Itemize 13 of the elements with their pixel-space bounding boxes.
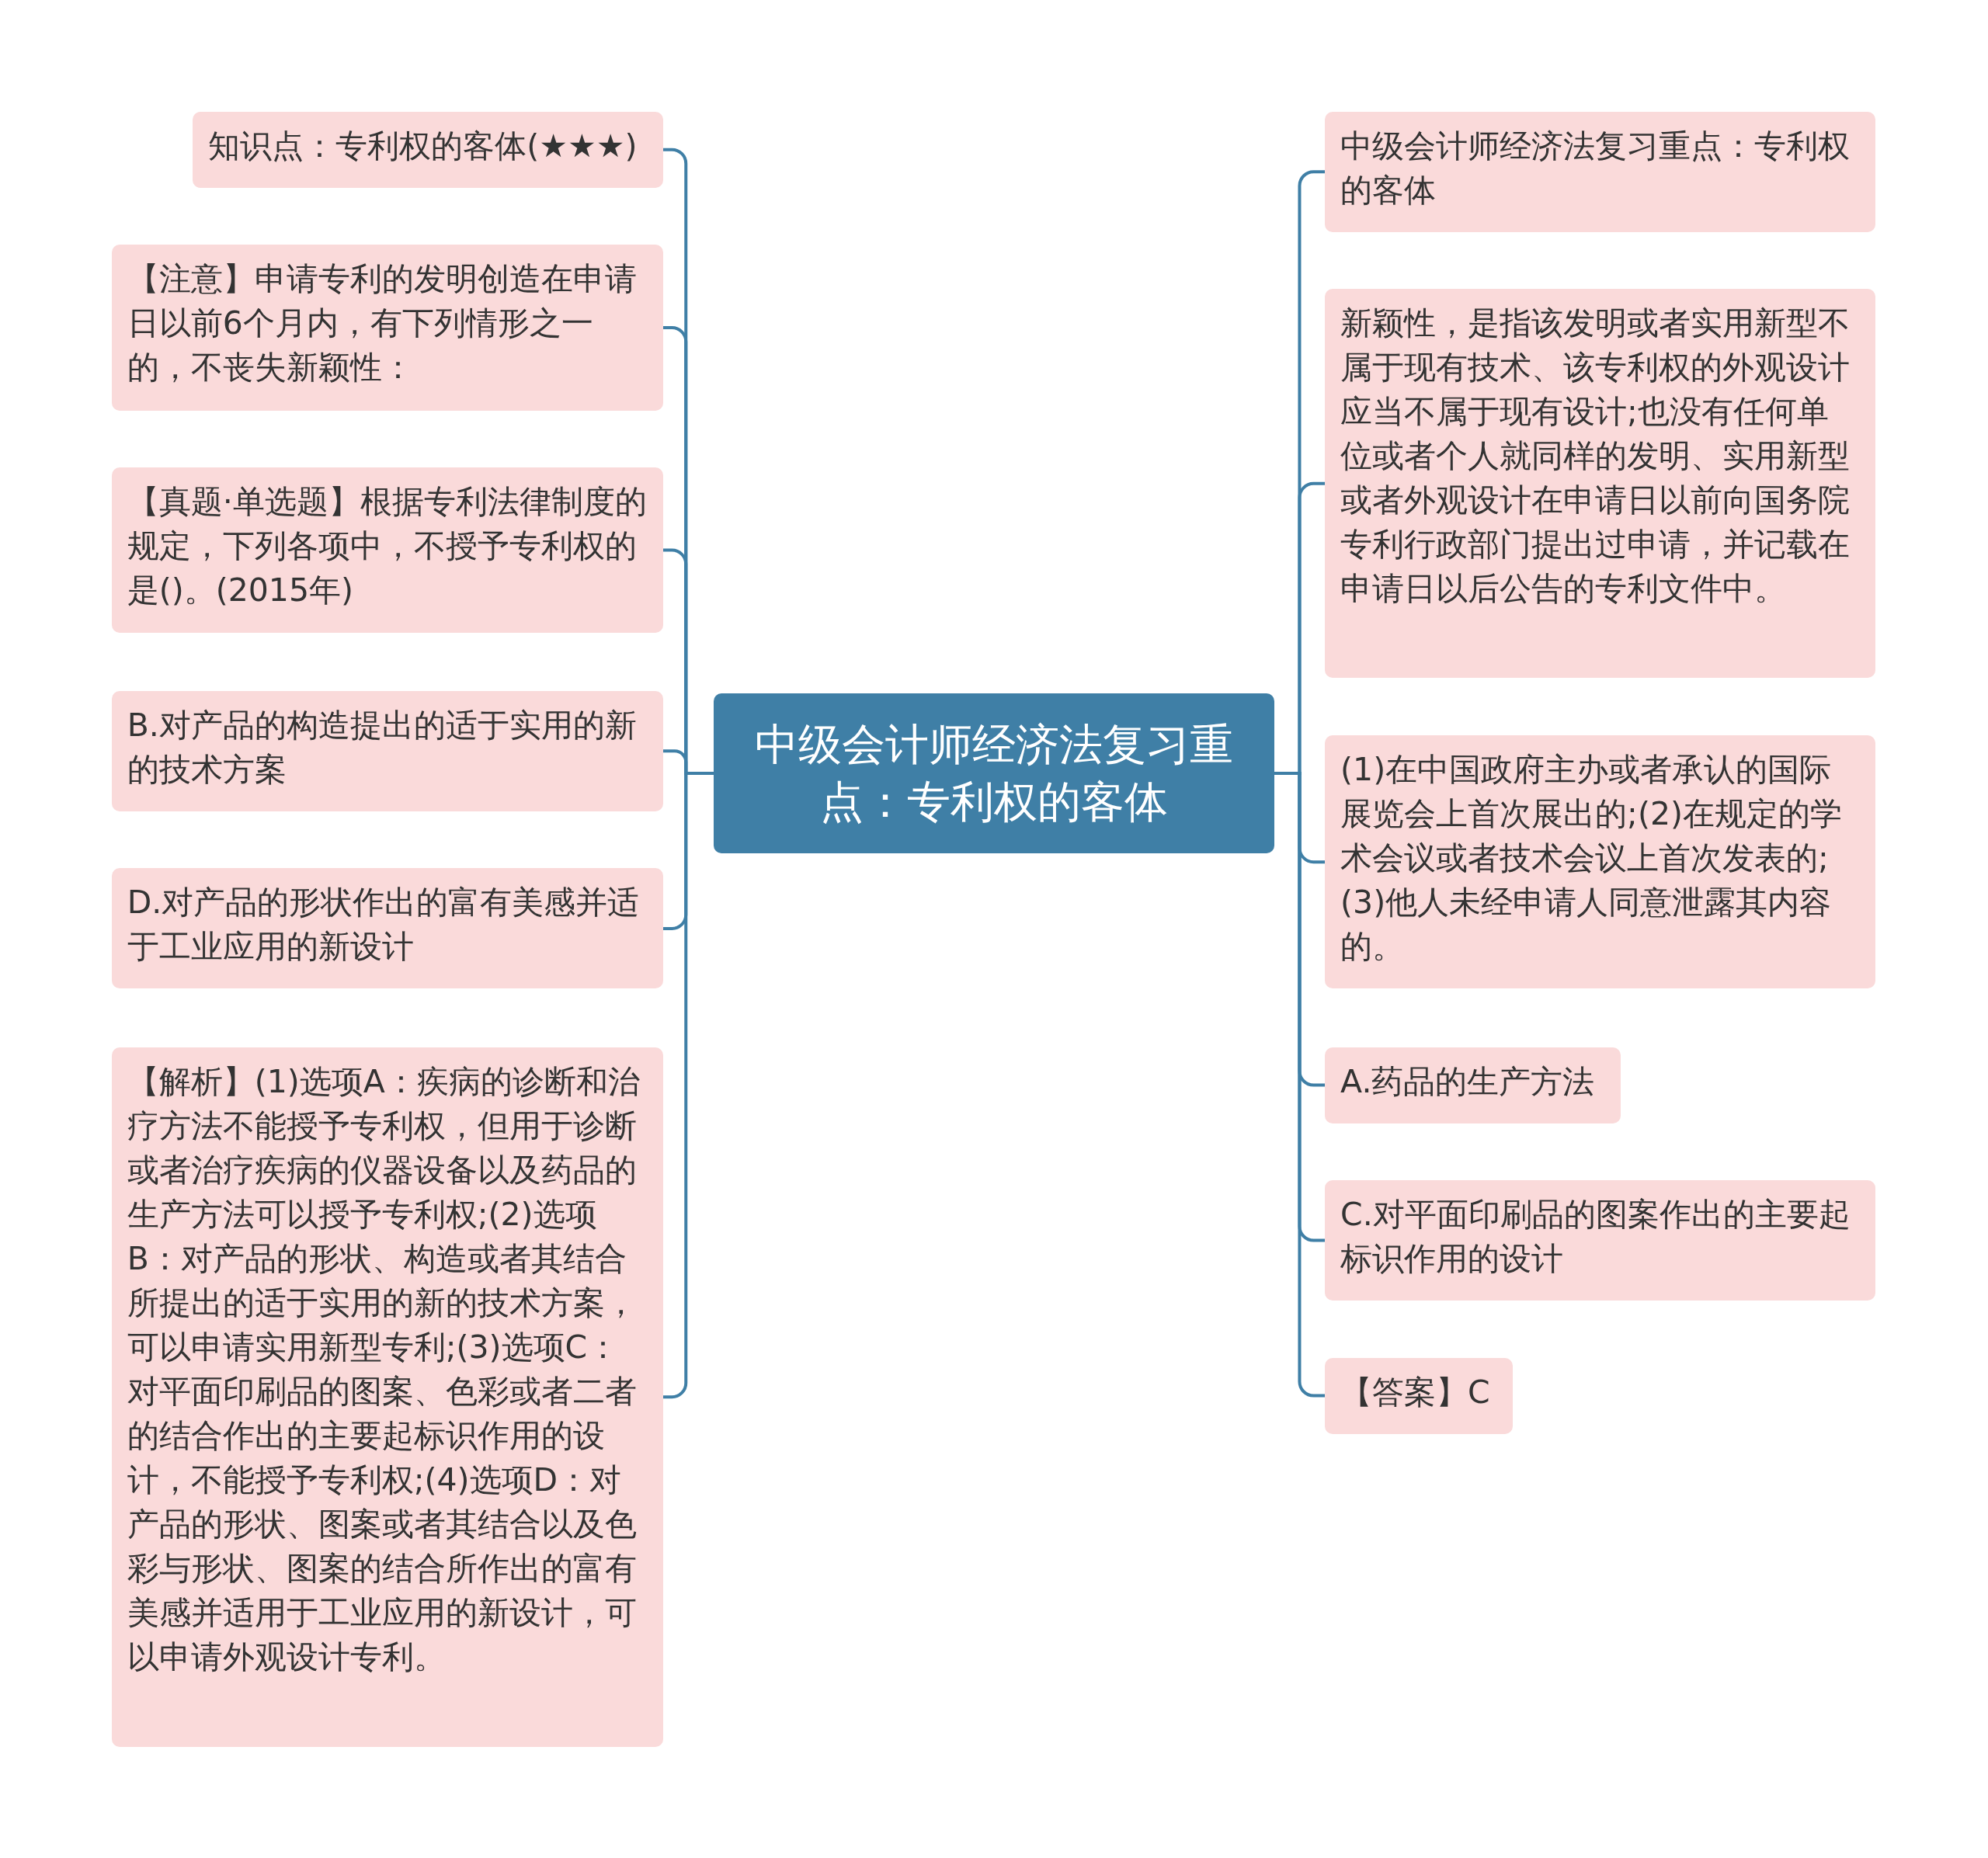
topic-box: 【答案】C xyxy=(1325,1357,1513,1434)
topic-box: B.对产品的构造提出的适于实用的新的技术方案 xyxy=(111,690,663,811)
topic-box: 【解析】(1)选项A：疾病的诊断和治疗方法不能授予专利权，但用于诊断或者治疗疾病的仪器设备以及药品的生产方法可以授予专利权;(2)选项B：对产品的形状、构造或者其结合所提出的适于实用的新的技术方案，可以申请实用新型专利;(3)选项C：对平面印刷品的图案、色彩或者二者的结合作出的主要起标识作用的设计，不能授予专利权;(4)选项D：对产品的形状、图案或者其结合以及色彩与形状、图案的结合所作出的富有美感并适用于工业应用的新设计，可以申请外观设计专利。 xyxy=(111,1047,663,1747)
topic-box: (1)在中国政府主办或者承认的国际展览会上首次展出的;(2)在规定的学术会议或者技术会议上首次发表的;(3)他人未经申请人同意泄露其内容的。 xyxy=(1325,735,1875,989)
topic-box: C.对平面印刷品的图案作出的主要起标识作用的设计 xyxy=(1325,1180,1875,1301)
topic-box: 知识点：专利权的客体(★★★) xyxy=(193,111,663,188)
topic-box: 中级会计师经济法复习重点：专利权的客体 xyxy=(1325,111,1875,232)
topic-box: 新颖性，是指该发明或者实用新型不属于现有技术、该专利权的外观设计应当不属于现有设计;也没有任何单位或者个人就同样的发明、实用新型或者外观设计在申请日以前向国务院专利行政部门提出过申请，并记载在申请日以后公告的专利文件中。 xyxy=(1325,289,1875,679)
topic-box: A.药品的生产方法 xyxy=(1325,1047,1621,1123)
topic-box: 【注意】申请专利的发明创造在申请日以前6个月内，有下列情形之一的，不丧失新颖性： xyxy=(111,245,663,411)
central-topic-box: 中级会计师经济法复习重点：专利权的客体 xyxy=(714,693,1274,853)
topic-box: 【真题·单选题】根据专利法律制度的规定，下列各项中，不授予专利权的是()。(2015年) xyxy=(111,467,663,633)
topic-box: D.对产品的形状作出的富有美感并适于工业应用的新设计 xyxy=(111,868,663,989)
